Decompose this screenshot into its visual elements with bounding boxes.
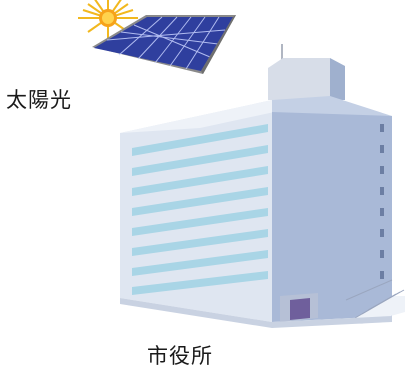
sun-icon bbox=[78, 0, 138, 40]
solar-panel-icon bbox=[92, 15, 236, 74]
city-hall-label: 市役所 bbox=[147, 344, 213, 368]
building-icon bbox=[120, 44, 405, 328]
solar-label: 太陽光 bbox=[6, 88, 72, 112]
stairs bbox=[345, 279, 405, 324]
